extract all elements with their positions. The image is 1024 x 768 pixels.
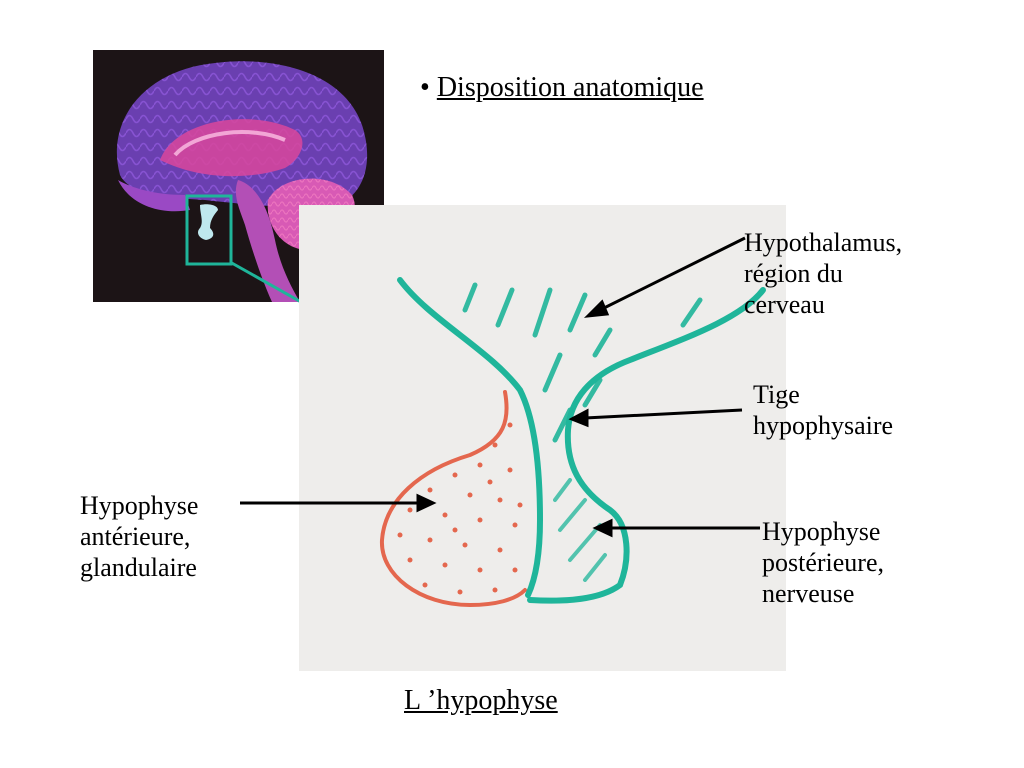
label-posterieure: Hypophyse postérieure, nerveuse: [762, 517, 885, 608]
caption: L ’hypophyse: [404, 685, 558, 716]
posterior-lobe-hatching: [553, 478, 607, 582]
pituitary-sketch: [299, 205, 786, 671]
brain-photo: [93, 50, 384, 302]
anterior-lobe-dots: [397, 422, 523, 595]
highlight-box: [185, 194, 233, 266]
arrow-tige: [584, 408, 743, 420]
hypothalamus-hatching: [462, 282, 703, 443]
anterior-lobe-outline: [379, 390, 527, 608]
heading-text: Disposition anatomique: [436, 72, 704, 103]
bullet-glyph: •: [420, 72, 437, 103]
label-tige: Tige hypophysaire: [753, 380, 894, 440]
heading: • Disposition anatomique: [420, 70, 704, 106]
label-anterieure: Hypophyse antérieure, glandulaire: [80, 491, 199, 582]
label-hypothalamus: Hypothalamus, région du cerveau: [744, 228, 903, 319]
hypothalamus-right-contour: [527, 287, 766, 604]
arrow-hypothalamus: [599, 236, 746, 312]
hypothalamus-left-contour: [397, 277, 544, 598]
